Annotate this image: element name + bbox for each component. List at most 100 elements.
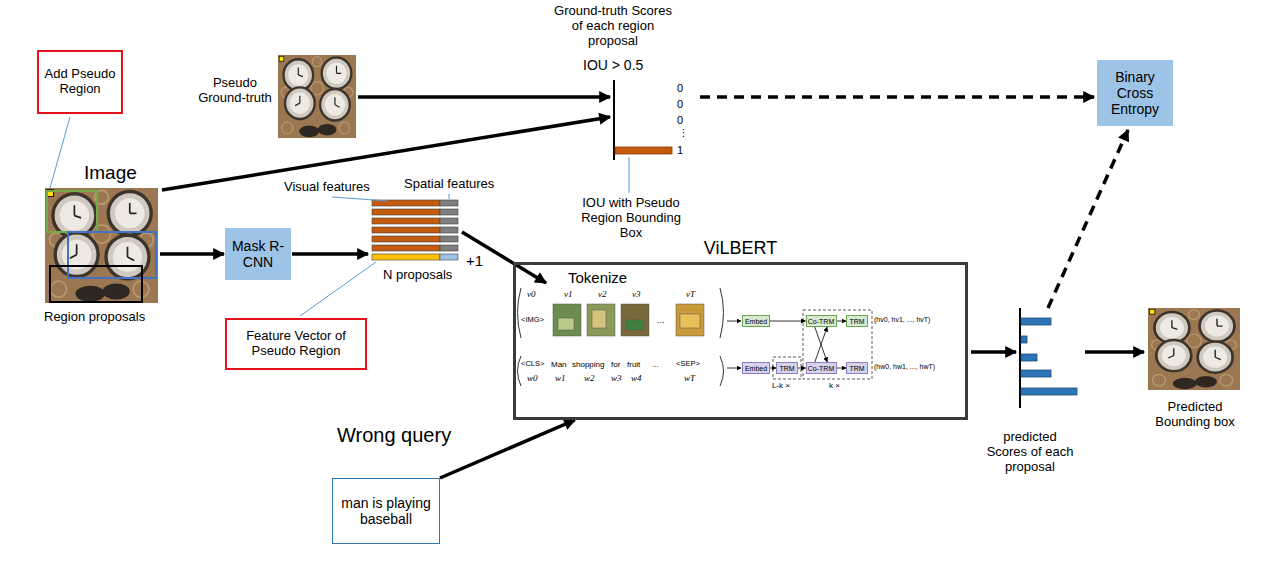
leader-line — [629, 157, 630, 193]
loss-box: Binary Cross Entropy — [1097, 60, 1173, 126]
score-value: 0 — [677, 82, 683, 95]
node-text: TRM — [849, 365, 864, 372]
leader-line — [50, 117, 629, 316]
pseudo-ground-truth-image — [278, 55, 356, 138]
cross-attention-arrow — [815, 327, 827, 362]
co-transformer-box: Co-TRM — [806, 362, 837, 374]
token-symbol: w1 — [555, 373, 566, 383]
predicted-score-chart — [1021, 354, 1037, 361]
layer-repeat-box — [773, 357, 801, 379]
token-text: <SEP> — [676, 360, 700, 369]
node-text: Embed — [745, 365, 767, 372]
threshold-label: IOU > 0.5 — [583, 57, 643, 73]
flow-arrow — [440, 420, 575, 478]
node-text: TRM — [779, 365, 794, 372]
predicted-score-chart — [1020, 308, 1077, 408]
transformer-box: TRM — [846, 362, 868, 374]
image-label: Predicted Bounding box — [1147, 400, 1243, 430]
ground-truth-score-chart — [614, 80, 672, 160]
input-image — [45, 188, 158, 303]
token-text: shopping — [572, 360, 604, 369]
feature-stack — [372, 218, 440, 224]
co-transformer-box: Co-TRM — [806, 315, 837, 327]
leader-line — [300, 262, 376, 316]
token-bracket — [720, 356, 724, 386]
token-symbol: v0 — [527, 289, 536, 299]
flow-arrow — [358, 95, 610, 99]
token-text: <CLS> — [521, 360, 544, 369]
node-text: Mask R-CNN — [229, 238, 287, 270]
image-label: Pseudo Ground-truth — [195, 76, 275, 106]
loss-arrow — [1048, 130, 1128, 308]
token-thumbnail — [558, 318, 574, 330]
token-thumbnail — [621, 304, 649, 336]
feature-stack — [440, 236, 458, 242]
embed-box: Embed — [742, 362, 770, 374]
token-arrow — [727, 368, 741, 369]
predicted-score-chart — [1021, 318, 1077, 395]
token-symbol: w2 — [584, 373, 595, 383]
token-arrow — [727, 321, 741, 322]
query-box: man is playing baseball — [332, 478, 440, 544]
model-title: ViLBERT — [516, 238, 965, 259]
feature-stack — [372, 209, 440, 215]
loss-arrow — [700, 95, 1094, 99]
feature-stack — [440, 227, 458, 233]
token-thumbnail — [592, 310, 606, 328]
score-value: 0 — [677, 114, 683, 127]
score-value: 0 — [677, 98, 683, 111]
token-thumbnail — [626, 320, 644, 330]
predicted-score-chart — [1021, 318, 1051, 325]
leader-line — [449, 194, 450, 199]
feature-stack — [372, 236, 440, 242]
step-label: Tokenize — [568, 269, 627, 286]
node-text: Co-TRM — [808, 365, 834, 372]
chart-title: Ground-truth Scores of each region propo… — [550, 4, 676, 49]
callout-box: Add Pseudo Region — [37, 50, 123, 114]
node-text: Feature Vector of Pseudo Region — [231, 329, 361, 359]
token-bracket — [518, 356, 522, 386]
token-symbol: w3 — [611, 373, 622, 383]
feature-stack — [372, 245, 440, 251]
feature-stack — [372, 227, 440, 233]
feature-stack — [440, 245, 458, 251]
input-image — [45, 188, 158, 303]
pseudo-ground-truth-image — [278, 55, 356, 138]
token-thumbnail — [680, 314, 700, 328]
cross-attention-arrow — [815, 327, 827, 362]
feature-stack — [440, 218, 458, 224]
repeat-label: L-k × — [772, 381, 790, 390]
node-text: man is playing baseball — [337, 495, 435, 527]
layer-repeat-box — [803, 310, 872, 379]
layer-repeat-box — [773, 310, 872, 379]
token-bracket — [518, 288, 724, 386]
flow-arrow — [1085, 350, 1144, 354]
layer-arrow — [770, 321, 806, 322]
node-text: TRM — [849, 318, 864, 325]
node-text: Add Pseudo Region — [43, 67, 117, 97]
leader-line — [50, 117, 70, 188]
node-text: Embed — [745, 318, 767, 325]
repeat-label: k × — [829, 381, 840, 390]
score-value: ⋮ — [678, 127, 689, 140]
token-symbol: v1 — [564, 289, 573, 299]
token-symbol: v2 — [598, 289, 607, 299]
score-value: 1 — [677, 144, 683, 157]
image-label: Image — [84, 162, 137, 184]
flow-arrow — [160, 252, 224, 256]
flow-arrow — [162, 117, 610, 190]
model-box: ViLBERTTokenizeEmbedCo-TRMTRMEmbedTRMCo-… — [513, 262, 968, 420]
flow-arrow — [292, 252, 368, 256]
transformer-box: TRM — [846, 315, 868, 327]
token-bracket — [518, 288, 522, 338]
predicted-score-chart — [1021, 336, 1027, 343]
flow-arrow — [462, 232, 546, 283]
token-text: for — [611, 360, 620, 369]
layer-arrow — [837, 321, 847, 322]
feature-stack — [440, 209, 458, 215]
token-text: fruit — [627, 360, 640, 369]
ground-truth-score-chart — [615, 147, 672, 154]
flow-arrow — [971, 350, 1016, 354]
feature-stack — [372, 254, 440, 260]
